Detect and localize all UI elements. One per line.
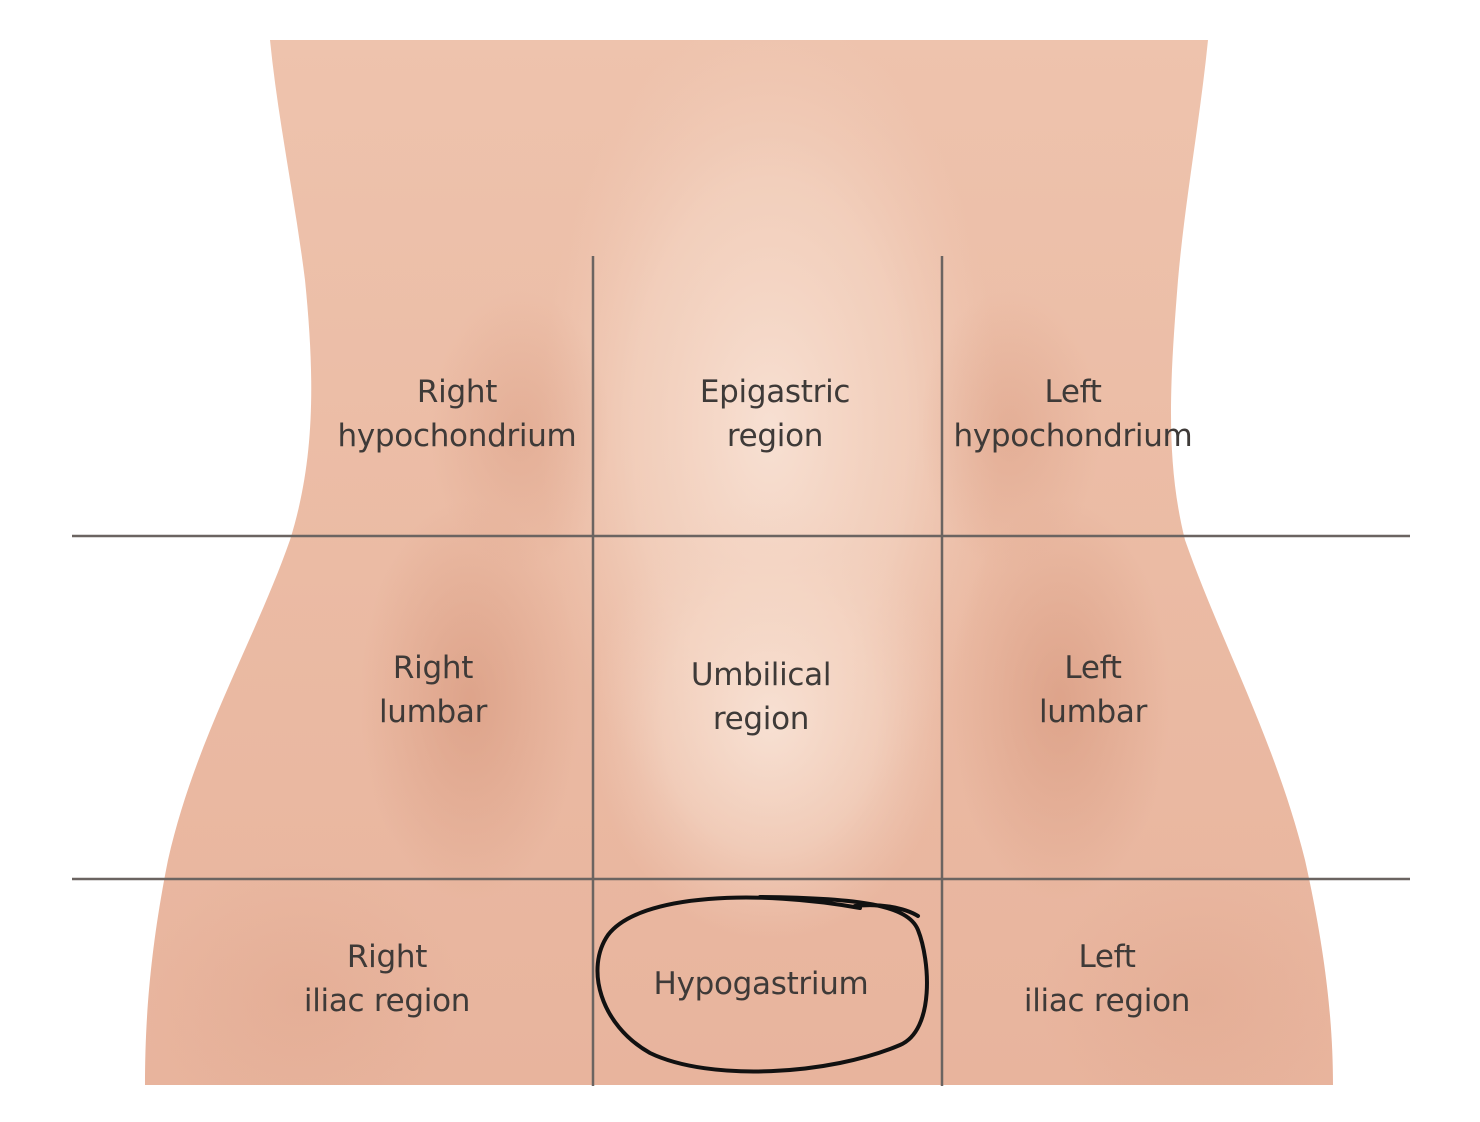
label-umbilical-region: Umbilical region bbox=[690, 657, 832, 737]
label-left-iliac-region: Left iliac region bbox=[1023, 939, 1191, 1019]
label-hypogastrium: Hypogastrium bbox=[653, 966, 869, 1002]
hypogastrium-annotation-circle bbox=[595, 895, 929, 1074]
torso-shading bbox=[145, 40, 1333, 1085]
label-right-iliac-region: Right iliac region bbox=[303, 939, 471, 1019]
label-right-hypochondrium: Right hypochondrium bbox=[337, 374, 577, 454]
label-left-hypochondrium: Left hypochondrium bbox=[953, 374, 1193, 454]
label-left-lumbar: Left lumbar bbox=[1038, 650, 1148, 730]
label-epigastric-region: Epigastric region bbox=[699, 374, 851, 454]
label-right-lumbar: Right lumbar bbox=[378, 650, 488, 730]
region-grid bbox=[72, 256, 1410, 1086]
